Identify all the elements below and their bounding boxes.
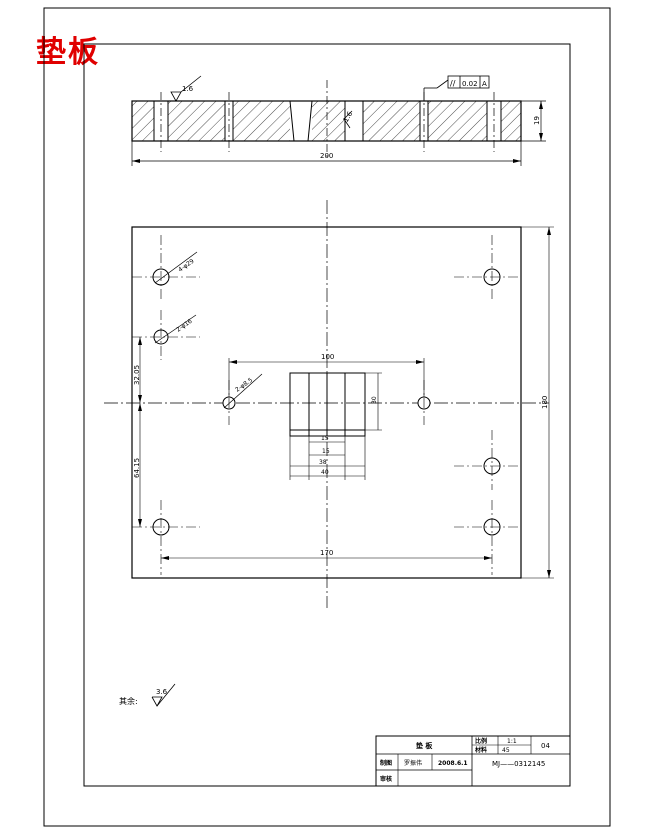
tolerance-datum: A [482,80,487,88]
drawing-date: 2008.6.1 [438,760,468,767]
plate-outline [131,226,522,579]
dim-32-05: 32.05 [133,365,141,385]
material-label: 材料 [474,746,487,754]
sheet-outer-border [43,7,611,827]
other-roughness-value: 3.6 [156,688,168,696]
slot-dim-inner-a: 15 [321,435,329,442]
slot-dim-inner-b: 15 [322,448,330,455]
callout-2-small-holes: 2-φ8.5 [234,377,254,394]
part-name: 垫 板 [416,741,433,750]
dim-width: 200 [320,152,333,160]
slot-dim-height: 30 [371,396,378,404]
section-outline [131,100,522,142]
roughness-left-value: 1.6 [182,85,194,93]
dim-hole-spacing-100: 100 [321,353,334,361]
dim-64-15: 64.15 [133,458,141,478]
sheet-inner-border [83,43,571,787]
plan-view: 4-φ29 2-φ16 2-φ8.5 30 15 15 38 [104,200,554,608]
ratio-value: 1:1 [507,738,517,745]
ratio-label: 比例 [475,737,487,745]
tolerance-symbol: // [450,79,456,88]
section-hatch-body [132,101,521,141]
sheet-number: 04 [541,742,550,750]
dim-170: 170 [320,549,333,557]
drawing-title: 垫板 [36,35,100,70]
drawn-label: 制图 [380,759,392,767]
material-value: 45 [502,747,510,754]
callout-2-holes: 2-φ16 [175,318,194,334]
drawing-number: MJ——0312145 [492,760,545,768]
slot-dim-38: 38 [319,459,327,466]
checked-label: 审核 [380,775,392,783]
drawn-by: 罗振伟 [404,759,422,767]
roughness-note: 其余: 3.6 [119,683,176,707]
title-block [375,735,571,787]
dim-thickness: 19 [533,116,541,125]
section-view: 1.6 1.6 // 0.02 A 200 19 [131,75,546,166]
dim-180: 180 [541,396,549,409]
other-label: 其余: [119,696,138,706]
slot-dim-40: 40 [321,469,329,476]
tolerance-value: 0.02 [462,80,478,88]
